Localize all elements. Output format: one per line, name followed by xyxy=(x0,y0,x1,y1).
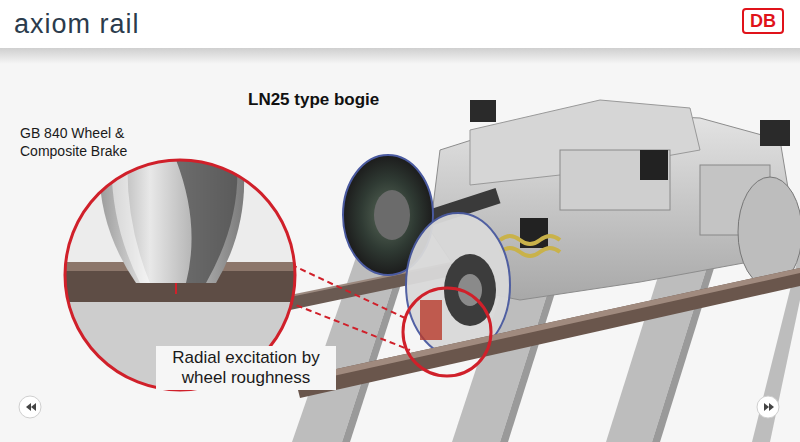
header-bar-part xyxy=(0,0,800,48)
wheels-part xyxy=(374,190,410,240)
bogie-frame-part xyxy=(760,120,790,146)
nav-buttons-part xyxy=(31,403,36,411)
nav-buttons-part xyxy=(764,403,769,411)
near-rail xyxy=(295,268,800,398)
nav-buttons-part xyxy=(26,403,31,411)
bogie-frame-part xyxy=(470,100,496,122)
near-rail-part xyxy=(295,268,800,398)
db-logo-box: DB xyxy=(742,8,784,34)
bogie-frame-part xyxy=(500,236,560,244)
slide-title: LN25 type bogie xyxy=(248,90,379,110)
callout-lines-part xyxy=(403,288,491,376)
bogie-frame-part xyxy=(500,248,560,256)
callout-lines-part xyxy=(278,298,410,350)
header-bar xyxy=(0,0,800,64)
callout-label: GB 840 Wheel & Composite Brake xyxy=(20,124,132,160)
nav-buttons-part xyxy=(19,396,41,418)
company-logo: axiom rail xyxy=(14,9,140,40)
zoom-detail-part-part xyxy=(99,150,244,283)
wheels-part xyxy=(420,300,442,340)
bogie-frame-part xyxy=(640,150,668,180)
nav-buttons-part xyxy=(769,403,774,411)
near-rail-part xyxy=(295,268,800,384)
zoom-detail-part-part xyxy=(175,283,177,294)
bogie-frame-part xyxy=(560,150,670,210)
node-text: DB xyxy=(750,11,776,31)
nav-buttons xyxy=(19,396,779,418)
callout-label: Radial excitation by wheel roughness xyxy=(156,346,336,390)
nav-buttons-part xyxy=(757,396,779,418)
header-bar-part xyxy=(0,48,800,64)
